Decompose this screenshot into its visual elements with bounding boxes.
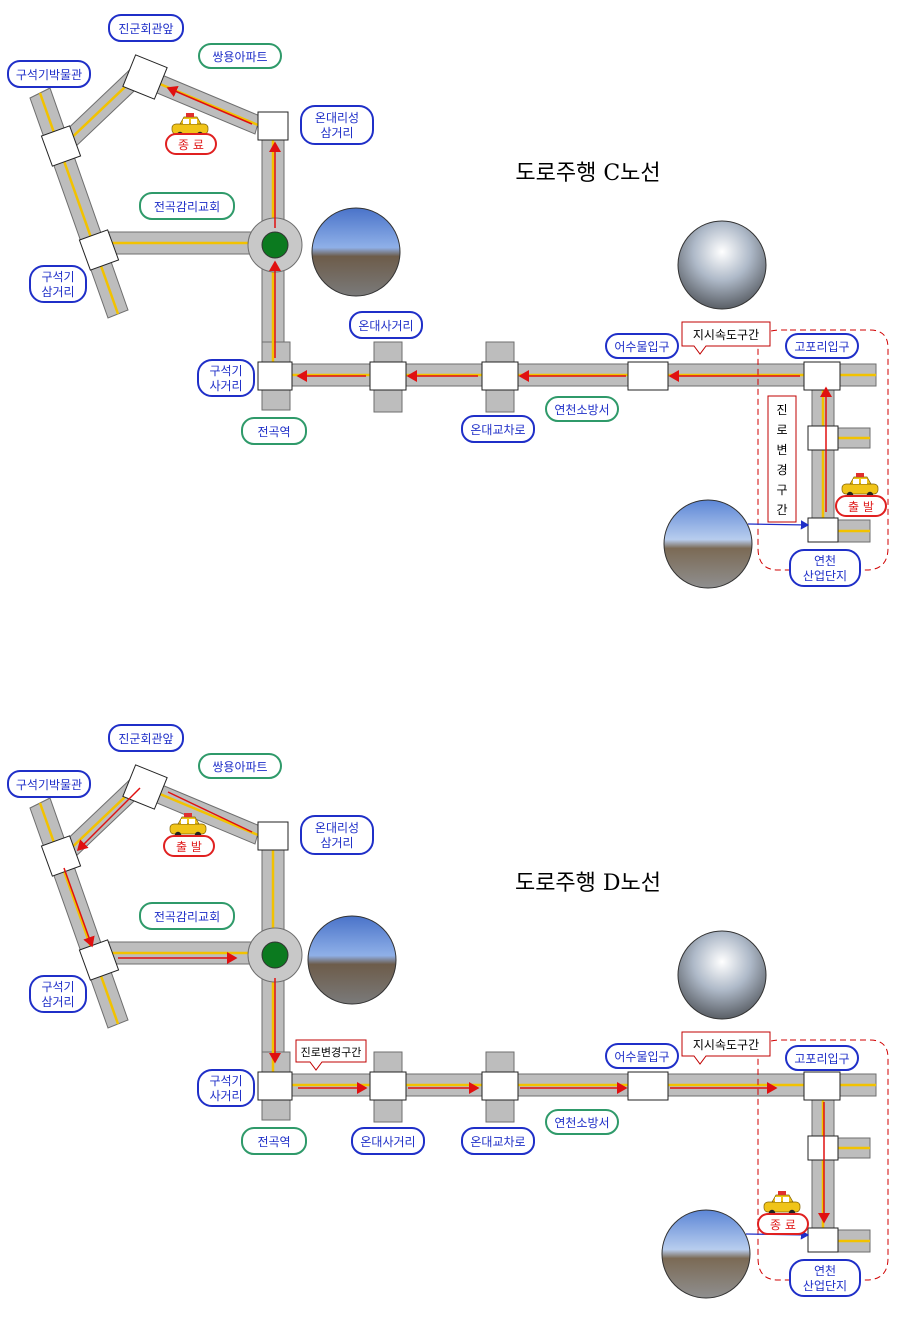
speed-zone-label: 지시속도구간 (693, 1038, 759, 1052)
label-guseokgi-sageori-1: 구석기 (209, 1074, 242, 1088)
label-jingun: 진군회관앞 (118, 732, 173, 746)
label-gopori: 고포리입구 (794, 1052, 849, 1066)
taxi-icon (841, 472, 879, 499)
label-guseokgi-sageori-2: 사거리 (209, 1089, 242, 1103)
route-c-diagram: 도로주행 C노선 진군회관앞 구석기박물관 온대리성 삼거리 구석기 삼거리 구… (7, 14, 889, 589)
label-industrial-1: 연천 (814, 1263, 836, 1278)
label-guseokgi-samgeori-2: 삼거리 (41, 995, 74, 1009)
label-fire: 연천소방서 (554, 1115, 609, 1130)
photo-circle-icon (677, 930, 767, 1020)
label-ondae-samgeori-2: 삼거리 (320, 126, 353, 140)
label-ondae-intersection: 온대교차로 (470, 423, 525, 437)
label-station: 전곡역 (257, 425, 290, 439)
route-title: 도로주행 D노선 (515, 871, 661, 896)
label-guseokgi-sageori-1: 구석기 (209, 364, 242, 378)
label-museum: 구석기박물관 (16, 778, 82, 792)
label-guseokgi-samgeori-1: 구석기 (41, 980, 74, 994)
label-guseokgi-sageori-2: 사거리 (209, 379, 242, 393)
label-eosumul: 어수물입구 (614, 340, 669, 354)
route-d-diagram: 도로주행 D노선 진군회관앞 구석기박물관 온대리성 삼거리 구석기 삼거리 구… (7, 724, 889, 1299)
badge-start: 출 발 (176, 840, 202, 854)
label-eosumul: 어수물입구 (614, 1050, 669, 1064)
speed-zone-label: 지시속도구간 (693, 328, 759, 342)
badge-end: 종 료 (178, 138, 204, 152)
label-industrial-2: 산업단지 (803, 1279, 847, 1293)
label-gopori: 고포리입구 (794, 340, 849, 354)
label-guseokgi-samgeori-1: 구석기 (41, 270, 74, 284)
label-industrial-2: 산업단지 (803, 569, 847, 583)
label-ondae-samgeori-1: 온대리성 (315, 821, 359, 835)
label-ssangyong: 쌍용아파트 (212, 760, 267, 774)
photo-circle-icon (677, 220, 767, 310)
label-ondae-samgeori-2: 삼거리 (320, 836, 353, 850)
label-ssangyong: 쌍용아파트 (212, 50, 267, 64)
badge-end: 종 료 (770, 1218, 796, 1232)
badge-start: 출 발 (848, 500, 874, 514)
label-station: 전곡역 (257, 1135, 290, 1149)
label-ondae-sageori: 온대사거리 (360, 1135, 415, 1149)
lane-change-v-3: 변 (776, 443, 787, 457)
label-museum: 구석기박물관 (16, 68, 82, 82)
lane-change-v-5: 구 (776, 483, 787, 497)
lane-change-v-2: 로 (776, 423, 787, 437)
label-ondae-samgeori-1: 온대리성 (315, 111, 359, 125)
photo-circle-icon (311, 207, 401, 297)
photo-circle-icon (307, 915, 397, 1005)
taxi-icon (763, 1190, 801, 1217)
label-ondae-intersection: 온대교차로 (470, 1135, 525, 1149)
photo-circle-icon (661, 1209, 751, 1299)
label-guseokgi-samgeori-2: 삼거리 (41, 285, 74, 299)
label-church: 전곡감리교회 (154, 910, 220, 924)
photo-circle-icon (663, 499, 753, 589)
lane-change-v-4: 경 (776, 463, 787, 477)
label-industrial-1: 연천 (814, 553, 836, 568)
lane-change-label: 진로변경구간 (301, 1046, 362, 1059)
label-church: 전곡감리교회 (154, 200, 220, 214)
label-ondae-sageori: 온대사거리 (358, 319, 413, 333)
lane-change-v-6: 간 (776, 503, 787, 517)
label-fire: 연천소방서 (554, 402, 609, 417)
lane-change-v-1: 진 (776, 403, 787, 417)
route-title: 도로주행 C노선 (515, 161, 660, 186)
label-jingun: 진군회관앞 (118, 22, 173, 36)
